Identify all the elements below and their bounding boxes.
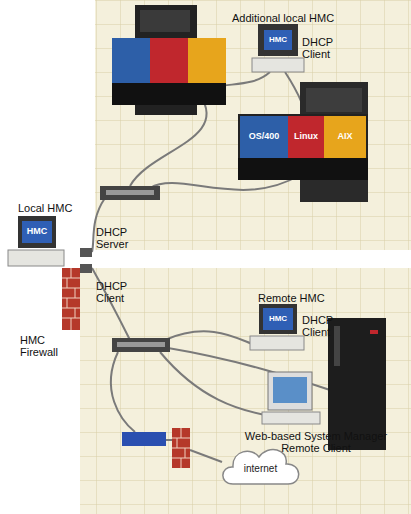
- partition-block: Linux: [288, 116, 324, 158]
- node-text-group: Linux: [294, 132, 318, 141]
- device-label: DHCP Client: [96, 280, 142, 304]
- floor-panel: [80, 268, 411, 514]
- partition-block: OS/400: [240, 116, 288, 158]
- firewall-symbol: [62, 268, 80, 330]
- device-label: DHCP Server: [96, 226, 142, 250]
- network-hub: [100, 186, 160, 200]
- monitor-screen: HMC: [264, 30, 292, 50]
- node-label: OS/400: [249, 132, 280, 141]
- device-label: Local HMC: [18, 202, 98, 214]
- device-label: Remote HMC: [258, 292, 338, 304]
- node-label: AIX: [337, 132, 352, 141]
- node-text-group: AIX: [337, 132, 352, 141]
- partitioned-server: [238, 82, 368, 202]
- device-label: Web-based System Manager Remote Client: [236, 430, 396, 454]
- device-label: DHCP Client: [302, 36, 342, 60]
- node-label: Linux: [294, 132, 318, 141]
- device-label: Additional local HMC: [232, 12, 362, 24]
- node-text-group: HMC: [269, 315, 287, 323]
- network-hub: [112, 338, 170, 352]
- monitor-screen: HMC: [263, 308, 293, 330]
- node-label: HMC: [27, 227, 48, 236]
- node-text-group: OS/400: [249, 132, 280, 141]
- node-text-group: HMC: [269, 36, 287, 44]
- node-label: HMC: [269, 315, 287, 323]
- device-label: DHCP Client: [302, 314, 342, 338]
- router-symbol: [122, 432, 166, 446]
- network-cables: [92, 72, 330, 462]
- device-label: HMC Firewall: [20, 334, 66, 358]
- partitioned-server: [112, 5, 226, 115]
- client-computer: [262, 372, 320, 424]
- node-label: HMC: [269, 36, 287, 44]
- partition-block: AIX: [324, 116, 366, 158]
- firewall-symbol: [172, 428, 190, 468]
- node-text-group: internet: [244, 456, 277, 475]
- monitor-screen: HMC: [22, 221, 52, 243]
- hmc-computer: [8, 216, 92, 273]
- hmc-computer: [252, 24, 304, 72]
- cloud-label: internet: [244, 456, 277, 475]
- hmc-computer: [250, 304, 304, 350]
- node-text-group: HMC: [27, 227, 48, 236]
- floor-panel: [95, 0, 411, 250]
